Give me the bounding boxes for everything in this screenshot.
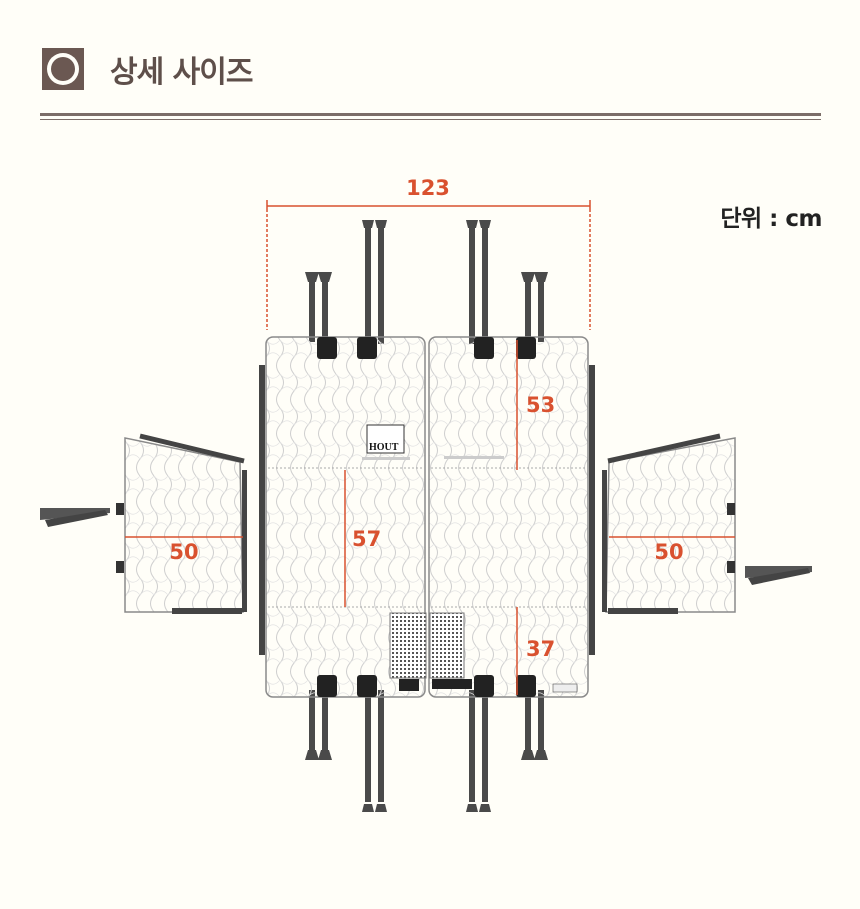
dimension-lines xyxy=(125,200,735,695)
bottom-straps xyxy=(305,690,548,812)
dim-lower-height: 37 xyxy=(526,637,555,661)
brand-tag-text: HOUT xyxy=(369,442,399,453)
title-divider xyxy=(40,113,821,116)
dim-middle-height: 57 xyxy=(352,527,381,551)
dim-left-wing: 50 xyxy=(169,540,198,564)
right-main-panel xyxy=(428,336,589,698)
main-panel-zippers xyxy=(259,365,595,655)
dim-upper-height: 53 xyxy=(526,393,555,417)
circle-badge-icon xyxy=(42,48,84,90)
right-wing-panel xyxy=(602,433,812,614)
dim-total-width: 123 xyxy=(406,176,450,200)
left-main-panel: HOUT xyxy=(265,336,427,698)
title-divider-thin xyxy=(40,119,821,120)
page-title: 상세 사이즈 xyxy=(110,55,253,90)
dim-right-wing: 50 xyxy=(654,540,683,564)
left-wing-panel xyxy=(40,433,247,614)
unit-label: 단위 : cm xyxy=(720,206,822,232)
top-straps xyxy=(305,220,548,344)
section-header: 상세 사이즈 xyxy=(42,44,253,94)
